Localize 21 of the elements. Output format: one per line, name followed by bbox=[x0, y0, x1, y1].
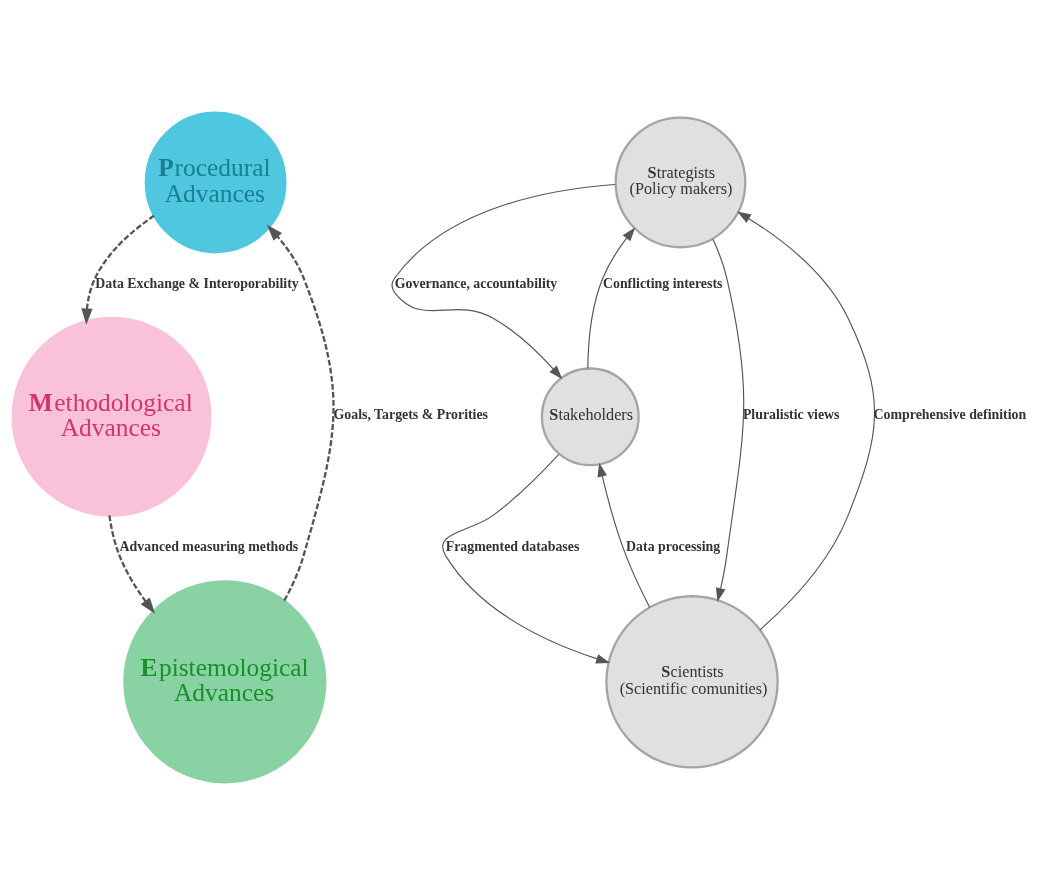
edge-label: Goals, Targets & Prorities bbox=[333, 407, 489, 423]
edge-label: Conflicting interests bbox=[602, 275, 723, 291]
node-circle: Procedural Advances bbox=[144, 111, 287, 254]
arrow bbox=[81, 214, 155, 325]
node-circle: Strategists (Policy makers) bbox=[614, 116, 747, 249]
arrow bbox=[442, 453, 611, 664]
node-circle: Scientists (Scientific comunities) bbox=[605, 595, 779, 769]
arrow bbox=[597, 462, 651, 608]
arrow bbox=[391, 183, 616, 380]
arrow bbox=[108, 515, 156, 614]
edge-label: Fragmented databases bbox=[445, 538, 580, 554]
node-circle: Methodological Advances bbox=[11, 316, 212, 517]
edge-label: Governance, accountability bbox=[394, 275, 558, 291]
edge-label: Data Exchange & Interoporability bbox=[95, 275, 299, 291]
node-circle: Epistemological Advances bbox=[123, 580, 327, 784]
edge-label: Data processing bbox=[626, 538, 721, 554]
arrow bbox=[737, 211, 876, 631]
arrow bbox=[712, 238, 745, 602]
arrow bbox=[587, 227, 636, 369]
arrow bbox=[266, 224, 335, 602]
edge-label: Advanced measuring methods bbox=[119, 538, 299, 554]
